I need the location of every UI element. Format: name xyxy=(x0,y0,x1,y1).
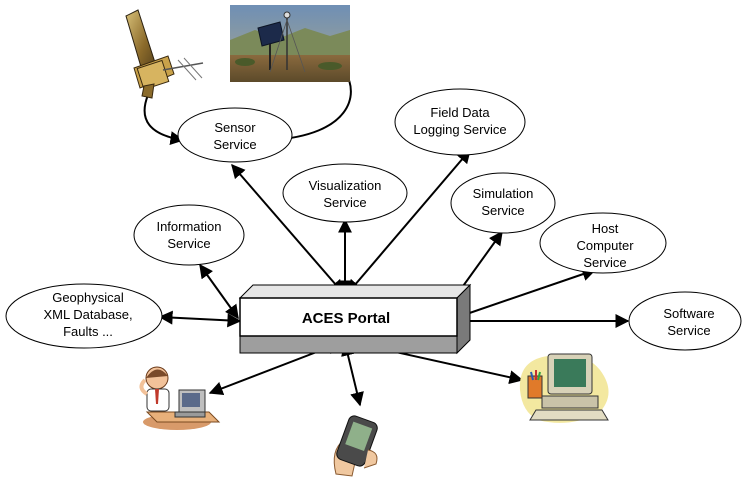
aces-portal-box: ACES Portal xyxy=(238,283,472,355)
handheld-device-icon xyxy=(333,415,378,477)
arrow-portal-geophysical xyxy=(158,310,242,328)
arrow-portal-host-computer xyxy=(453,267,597,321)
portal-label: ACES Portal xyxy=(302,310,390,327)
arrow-satellite-sensor xyxy=(143,94,185,146)
desktop-computer-icon xyxy=(519,353,609,423)
arrow-portal-information xyxy=(199,263,239,320)
scientist-at-computer-icon xyxy=(139,366,221,430)
arrow-portal-sensor xyxy=(231,163,344,295)
field-sensor-photo xyxy=(230,5,350,82)
satellite-icon xyxy=(125,9,204,99)
arrow-portal-field-data xyxy=(347,148,471,295)
